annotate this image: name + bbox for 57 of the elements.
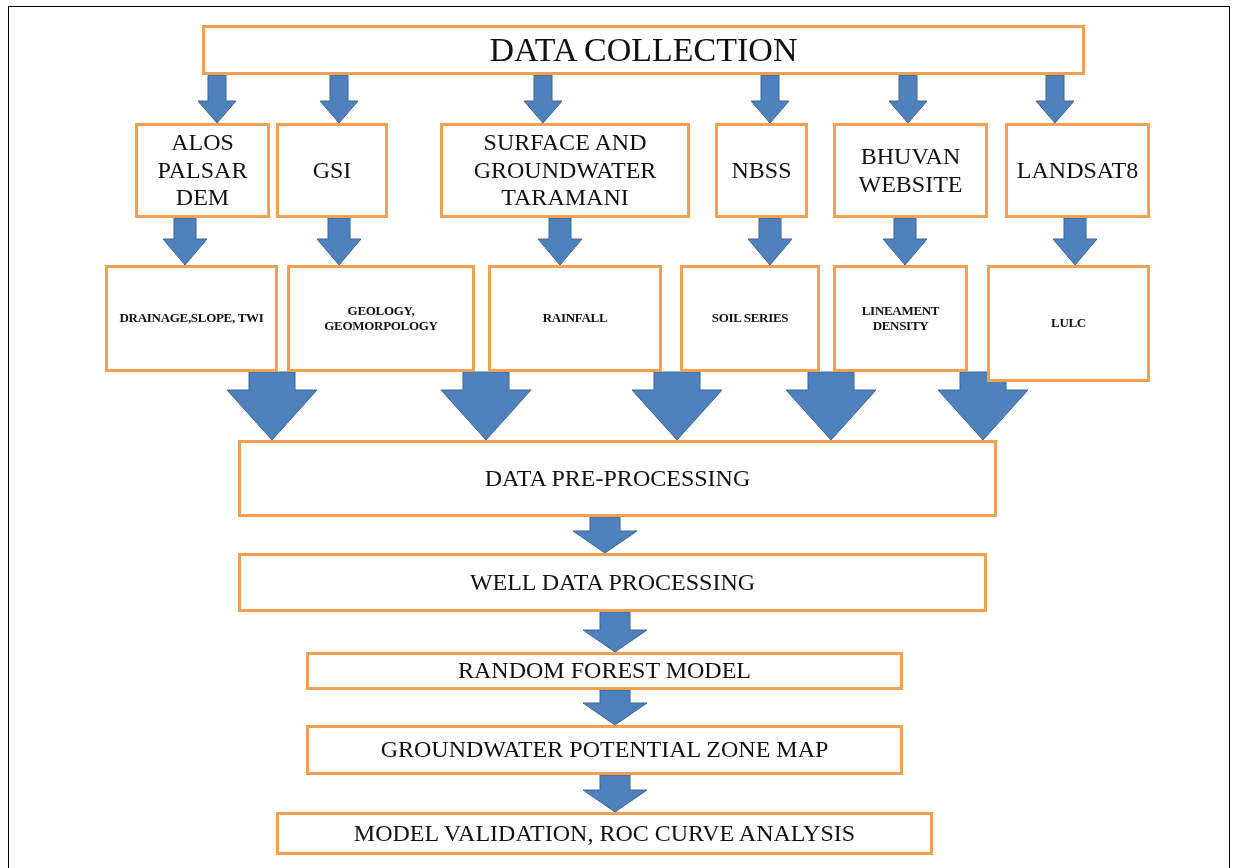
box-label: NBSS xyxy=(731,156,792,185)
process-box xyxy=(238,440,997,517)
box-label: RANDOM FOREST MODEL xyxy=(458,657,751,685)
process-box xyxy=(306,652,903,690)
block-arrow xyxy=(631,371,723,441)
box-label: WELL DATA PROCESSING xyxy=(469,568,756,597)
process-box xyxy=(238,553,987,612)
block-arrow xyxy=(523,74,563,124)
block-arrow xyxy=(937,371,1029,441)
process-box xyxy=(135,123,270,218)
process-box xyxy=(833,265,968,372)
box-label: MODEL VALIDATION, ROC CURVE ANALYSIS xyxy=(353,819,856,848)
process-box xyxy=(105,265,278,372)
block-arrow xyxy=(882,217,928,266)
block-arrow xyxy=(1052,217,1098,266)
block-arrow xyxy=(582,689,648,726)
block-arrow xyxy=(537,217,583,266)
block-arrow xyxy=(747,217,793,266)
process-box xyxy=(680,265,820,372)
box-label: GROUNDWATER POTENTIAL ZONE MAP xyxy=(380,736,829,764)
block-arrow xyxy=(572,516,638,554)
block-arrow xyxy=(162,217,208,266)
block-arrow xyxy=(582,611,648,653)
process-box xyxy=(202,25,1085,75)
box-label: SURFACE AND GROUNDWATER TARAMANI xyxy=(472,129,658,212)
box-label: GSI xyxy=(312,156,352,185)
box-label: SOIL SERIES xyxy=(711,311,789,326)
process-box xyxy=(833,123,988,218)
process-box xyxy=(276,123,388,218)
box-label: BHUVAN WEBSITE xyxy=(857,142,964,199)
box-label: LANDSAT8 xyxy=(1016,156,1139,185)
box-label: DATA PRE-PROCESSING xyxy=(484,464,751,493)
process-box xyxy=(488,265,662,372)
block-arrow xyxy=(226,371,318,441)
block-arrow xyxy=(316,217,362,266)
box-label: ALOS PALSAR DEM xyxy=(156,129,249,212)
process-box xyxy=(306,725,903,775)
process-box xyxy=(987,265,1150,382)
block-arrow xyxy=(319,74,359,124)
box-label: DATA COLLECTION xyxy=(489,30,798,70)
block-arrow xyxy=(582,774,648,813)
block-arrow xyxy=(785,371,877,441)
block-arrow xyxy=(750,74,790,124)
process-box xyxy=(276,812,933,855)
box-label: LINEAMENT DENSITY xyxy=(860,303,941,334)
box-label: LULC xyxy=(1051,316,1086,331)
process-box xyxy=(440,123,690,218)
process-box xyxy=(1005,123,1150,218)
block-arrow xyxy=(197,74,237,124)
process-box xyxy=(715,123,808,218)
block-arrow xyxy=(1035,74,1075,124)
box-label: RAINFALL xyxy=(542,311,608,326)
block-arrow xyxy=(888,74,928,124)
box-label: DRAINAGE,SLOPE, TWI xyxy=(119,311,264,326)
block-arrow xyxy=(440,371,532,441)
process-box xyxy=(287,265,475,372)
box-label: GEOLOGY, GEOMORPOLOGY xyxy=(323,303,439,334)
